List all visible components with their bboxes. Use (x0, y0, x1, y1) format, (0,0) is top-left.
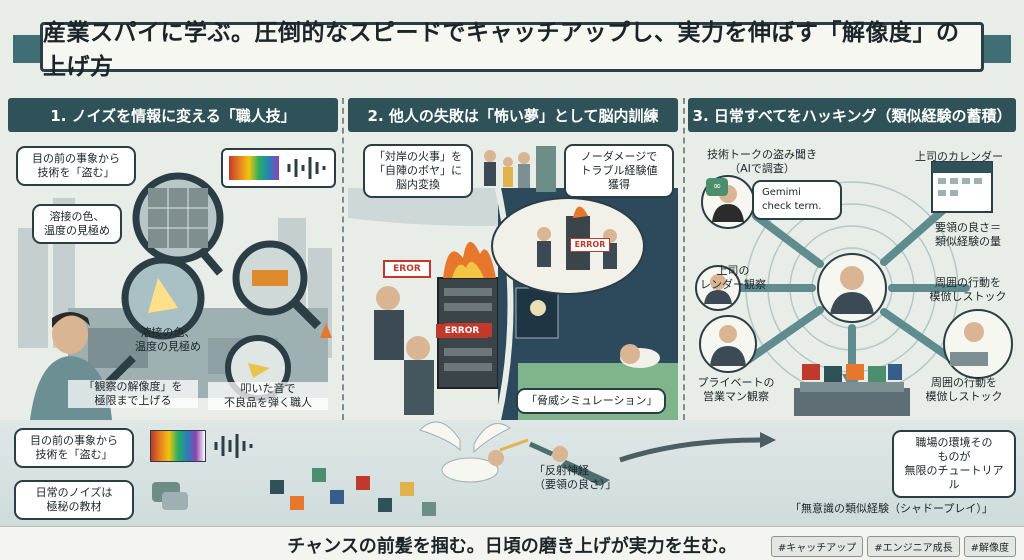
kairos-god-figure (419, 421, 529, 483)
chat-app-icon: ∞ (706, 178, 728, 196)
laptop-worker-avatar (943, 309, 1013, 379)
experience-stack (794, 364, 910, 416)
observer-avatar (695, 265, 741, 311)
divider-1 (342, 98, 344, 420)
caption-sound-inspector: 叩いた音で 不良品を弾く職人 (208, 382, 328, 410)
caption-mimic-stock-2: 周囲の行動を 模倣しストック (925, 376, 1003, 403)
legend-chat-icon (152, 482, 188, 510)
bottom-strip: 目の前の事象から 技術を「盗む」 日常のノイズは 極秘の教材 (0, 420, 1024, 526)
floating-app-icons (270, 468, 436, 516)
central-person (817, 253, 887, 323)
calendar-icon (931, 161, 993, 213)
section-2-heading: 2. 他人の失敗は「怖い夢」として脳内訓練 (348, 98, 678, 132)
bubble-welding-color-1: 溶接の色、 温度の見極め (32, 204, 122, 244)
legend-sound-icon (214, 434, 253, 458)
color-spectrum-icon (229, 156, 279, 180)
burning-server (437, 241, 499, 389)
section-1: 1. ノイズを情報に変える「職人技」 (8, 98, 338, 420)
caption-observation-resolution: 「観察の解像度」を 極限まで上げる (68, 380, 198, 408)
title-banner: 産業スパイに学ぶ。圧倒的なスピードでキャッチアップし、実力を伸ばす「解像度」の上… (13, 20, 1011, 80)
caption-boss-calendar: 上司のカレンダー (915, 150, 1003, 163)
page-title: 産業スパイに学ぶ。圧倒的なスピードでキャッチアップし、実力を伸ばす「解像度」の上… (43, 20, 960, 80)
flying-person (528, 441, 610, 486)
commuters-scene (478, 146, 558, 192)
caption-mimic-stock-1: 周囲の行動を 模倣しストック (929, 276, 1007, 303)
caption-private-salesman: プライベートの 営業マン観察 (697, 376, 775, 403)
caption-boss-observe: 上司の レンダー観察 (700, 264, 766, 291)
caption-tech-talk: 技術トークの盗み聞き （AIで調査） (707, 148, 817, 175)
error-sign-3: ERROR (570, 238, 610, 252)
hacking-hub (695, 161, 1013, 416)
caption-threat-simulation: 「脅威シミュレーション」 (516, 388, 666, 414)
footer: チャンスの前髪を掴む。日頃の磨き上げが実力を生む。 #キャッチアップ #エンジニ… (0, 526, 1024, 560)
footer-slogan: チャンスの前髪を掴む。日頃の磨き上げが実力を生む。 (287, 536, 737, 557)
section-3: 3. 日常すべてをハッキング（類似経験の蓄積） (688, 98, 1016, 420)
reflex-scene (270, 421, 776, 516)
sound-wave-icon (287, 157, 326, 179)
magnifier-2 (121, 256, 205, 340)
spectrum-card (221, 148, 336, 188)
section-3-heading: 3. 日常すべてをハッキング（類似経験の蓄積） (688, 98, 1016, 132)
trouble-scene (348, 188, 678, 420)
bubble-fire-convert: 「対岸の火事」を 「自陣のボヤ」に 脳内変換 (363, 144, 473, 198)
legend-spectrum-icon (150, 430, 206, 462)
error-sign-1: EROR (383, 260, 431, 278)
chat-gemimi-check: Gemimi check term. (752, 180, 842, 220)
divider-2 (683, 98, 685, 420)
salesman-avatar (699, 315, 757, 373)
bubble-steal-tech: 目の前の事象から 技術を「盗む」 (16, 146, 136, 186)
section-1-heading: 1. ノイズを情報に変える「職人技」 (8, 98, 338, 132)
magnifier-1 (132, 172, 224, 264)
magnifier-3 (232, 240, 322, 330)
tag-engineer-growth[interactable]: #エンジニア成長 (867, 536, 960, 557)
caption-reflex: 「反射神経 （要領の良さ）」 (534, 464, 617, 491)
dream-room (491, 188, 678, 420)
tag-resolution[interactable]: #解像度 (963, 536, 1016, 557)
tag-catchup[interactable]: #キャッチアップ (770, 536, 864, 557)
error-sign-2: ERROR (436, 324, 488, 338)
caption-shadow-play: 「無意識の類似経験（シャドープレイ）」 (790, 502, 993, 515)
legend-daily-noise: 日常のノイズは 極秘の教材 (14, 480, 134, 520)
bubble-no-damage-exp: ノーダメージで トラブル経験値 獲得 (564, 144, 674, 198)
caption-skill-equals-exp: 要領の良さ＝ 類似経験の量 (935, 221, 1001, 248)
tag-list: #キャッチアップ #エンジニア成長 #解像度 (770, 536, 1016, 557)
bubble-workplace-tutorial: 職場の環境その ものが 無限のチュートリアル (892, 430, 1016, 498)
caption-welding-color-2: 溶接の色、 温度の見極め (135, 326, 201, 353)
section-2: 2. 他人の失敗は「怖い夢」として脳内訓練 (348, 98, 678, 420)
legend-steal-tech: 目の前の事象から 技術を「盗む」 (14, 428, 134, 468)
